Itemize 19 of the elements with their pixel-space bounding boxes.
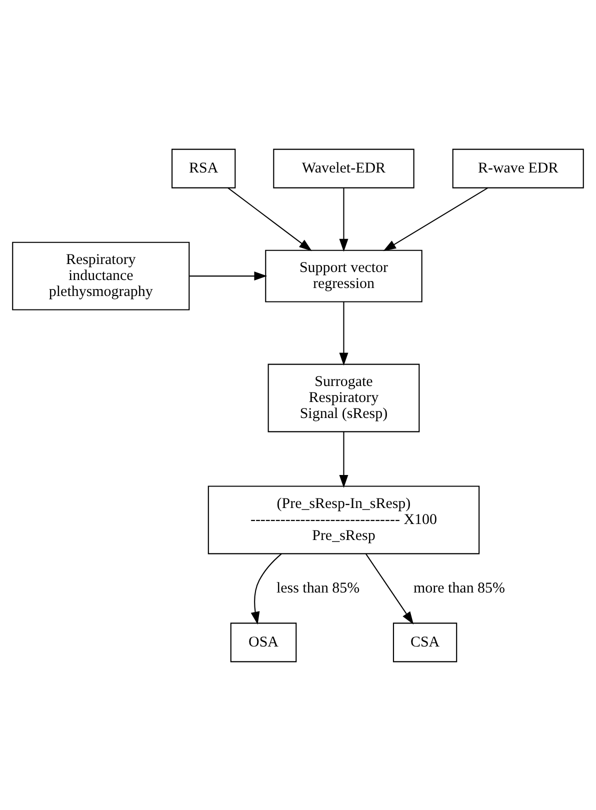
arrow <box>339 431 348 488</box>
edge-label: more than 85% <box>414 580 505 596</box>
arrow <box>366 553 414 624</box>
arrow <box>190 271 268 280</box>
arrow <box>228 187 312 251</box>
node-box: R-wave EDR <box>452 148 584 188</box>
node-box: (Pre_sResp-In_sResp) ------------------------------ X100 Pre_sResp <box>208 485 480 554</box>
node-box: CSA <box>392 622 458 662</box>
node-box: Surrogate Respiratory Signal (sResp) <box>268 363 420 432</box>
node-box: Wavelet-EDR <box>273 148 414 188</box>
arrow <box>383 187 488 251</box>
edge-label: less than 85% <box>276 580 360 596</box>
arrow <box>339 301 348 366</box>
arrow <box>250 553 282 624</box>
node-box: Support vector regression <box>265 249 422 302</box>
node-box: RSA <box>172 148 236 188</box>
arrow <box>339 187 348 252</box>
node-box: OSA <box>230 622 297 662</box>
node-box: Respiratory inductance plethysmography <box>12 241 190 310</box>
